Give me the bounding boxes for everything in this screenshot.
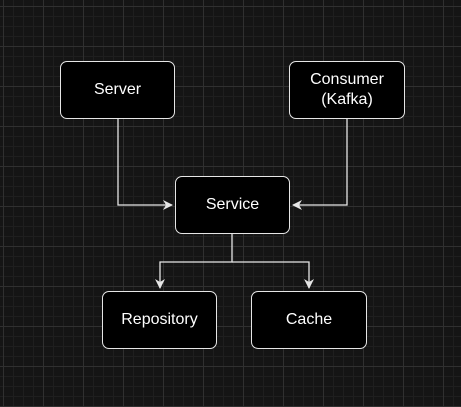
server-node-label: Server — [93, 81, 142, 98]
edge-service-to-cache[interactable] — [232, 261, 314, 289]
edge-service-to-repository[interactable] — [155, 234, 233, 289]
edge-consumer-to-service[interactable] — [292, 119, 348, 210]
server-node[interactable]: Server — [60, 61, 175, 119]
edge-server-to-service[interactable] — [117, 119, 173, 210]
service-node-label: Service — [205, 196, 260, 213]
cache-node-label: Cache — [285, 311, 333, 328]
repository-node-label: Repository — [121, 311, 198, 328]
cache-node[interactable]: Cache — [251, 291, 367, 349]
service-node[interactable]: Service — [175, 176, 290, 234]
repository-node[interactable]: Repository — [102, 291, 217, 349]
consumer-node-label: Consumer (Kafka) — [310, 71, 384, 108]
consumer-kafka-node[interactable]: Consumer (Kafka) — [289, 61, 405, 119]
